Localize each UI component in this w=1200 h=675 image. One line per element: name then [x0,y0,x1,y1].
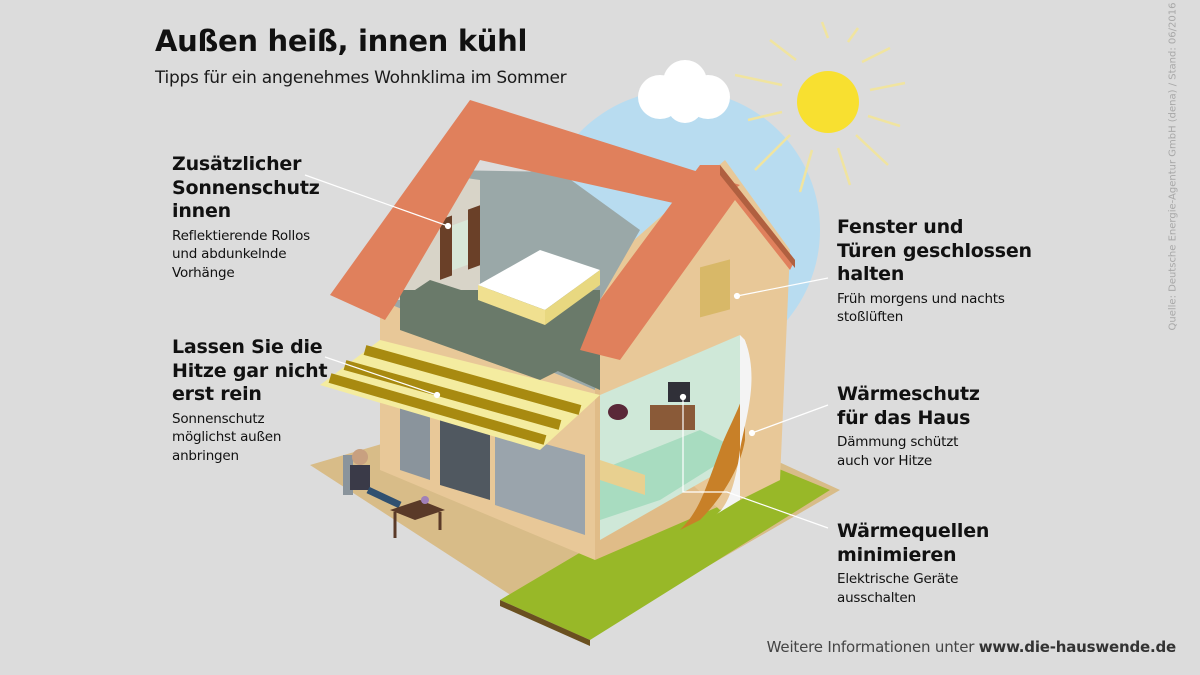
cloud-icon [638,60,730,123]
callout-description: anbringen [172,447,239,464]
callout-heading: Fenster und [837,216,964,238]
callout-heading: für das Haus [837,406,971,429]
callout-heading: Sonnenschutz [172,176,320,199]
callout-heading: Wärmequellen [837,520,990,542]
callout-heading: Hitze gar nicht [172,359,328,382]
sun-icon [734,21,906,193]
callout-description: und abdunkelnde [172,246,287,262]
callout-heading: erst rein [172,383,262,405]
awning [320,340,600,450]
callout-heading: Lassen Sie die [172,336,323,358]
callout-description: Sonnenschutz [172,410,265,427]
callout-description: stoßlüften [837,309,904,325]
callout-heading: innen [172,200,231,222]
callout-heading: Türen geschlossen [837,239,1032,262]
lawn [500,455,830,640]
callout-heading: minimieren [837,543,957,566]
side-table [390,496,445,538]
footer-text: Weitere Informationen unter [766,638,979,656]
callout-description: Vorhänge [172,264,235,281]
callout-description: auch vor Hitze [837,452,932,469]
footer: Weitere Informationen unter www.die-haus… [766,638,1177,656]
callout-description: Elektrische Geräte [837,571,959,587]
callout-heading: halten [837,263,905,285]
page-title: Außen heiß, innen kühl [155,24,528,58]
callout-description: ausschalten [837,589,916,606]
source-credit: Quelle: Deutsche Energie-Agentur GmbH (d… [1167,2,1179,331]
footer-link[interactable]: www.die-hauswende.de [978,638,1176,656]
callout-heading: Wärmeschutz [837,383,980,405]
callout-description: möglichst außen [172,429,282,445]
callout-description: Früh morgens und nachts [837,290,1005,307]
callout-heading: Zusätzlicher [172,153,302,175]
callout-description: Reflektierende Rollos [172,227,310,244]
leader-lines [304,174,829,529]
page-subtitle: Tipps für ein angenehmes Wohnklima im So… [155,68,567,88]
callout-description: Dämmung schützt [837,434,959,450]
roof [330,100,740,320]
person-on-chair [343,449,402,509]
